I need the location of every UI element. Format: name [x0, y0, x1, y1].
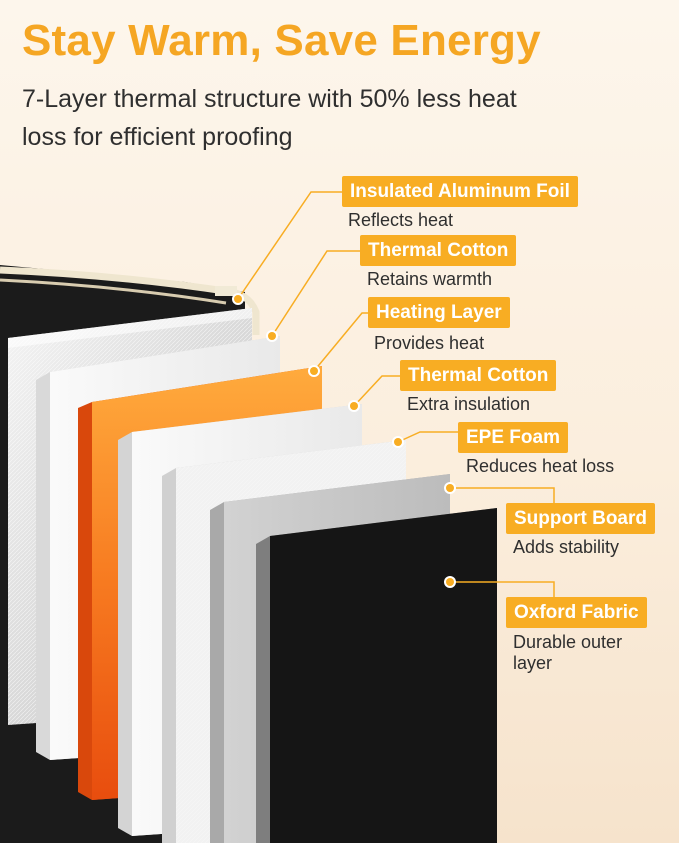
page-subtitle: 7-Layer thermal structure with 50% less … [22, 85, 517, 151]
marker-dots [232, 293, 456, 588]
leader-lines [237, 191, 555, 597]
label-insulated-aluminum-foil: Insulated Aluminum Foil [342, 176, 578, 207]
desc-oxford-fabric: Durable outer layer [513, 632, 623, 673]
label-heating-layer: Heating Layer [368, 297, 510, 328]
desc-insulated-aluminum-foil: Reflects heat [348, 210, 454, 230]
label-thermal-cotton-1: Thermal Cotton [360, 235, 517, 266]
label-thermal-cotton-2: Thermal Cotton [400, 360, 557, 391]
layer-oxford-fabric [256, 508, 497, 843]
label-oxford-fabric: Oxford Fabric [506, 597, 647, 628]
desc-support-board: Adds stability [513, 537, 620, 557]
page-title: Stay Warm, Save Energy [22, 16, 541, 65]
desc-thermal-cotton-1: Retains warmth [367, 269, 493, 289]
desc-epe-foam: Reduces heat loss [466, 456, 615, 476]
desc-heating-layer: Provides heat [374, 333, 485, 353]
label-support-board: Support Board [506, 503, 655, 534]
label-epe-foam: EPE Foam [458, 422, 568, 453]
desc-thermal-cotton-2: Extra insulation [407, 394, 531, 414]
